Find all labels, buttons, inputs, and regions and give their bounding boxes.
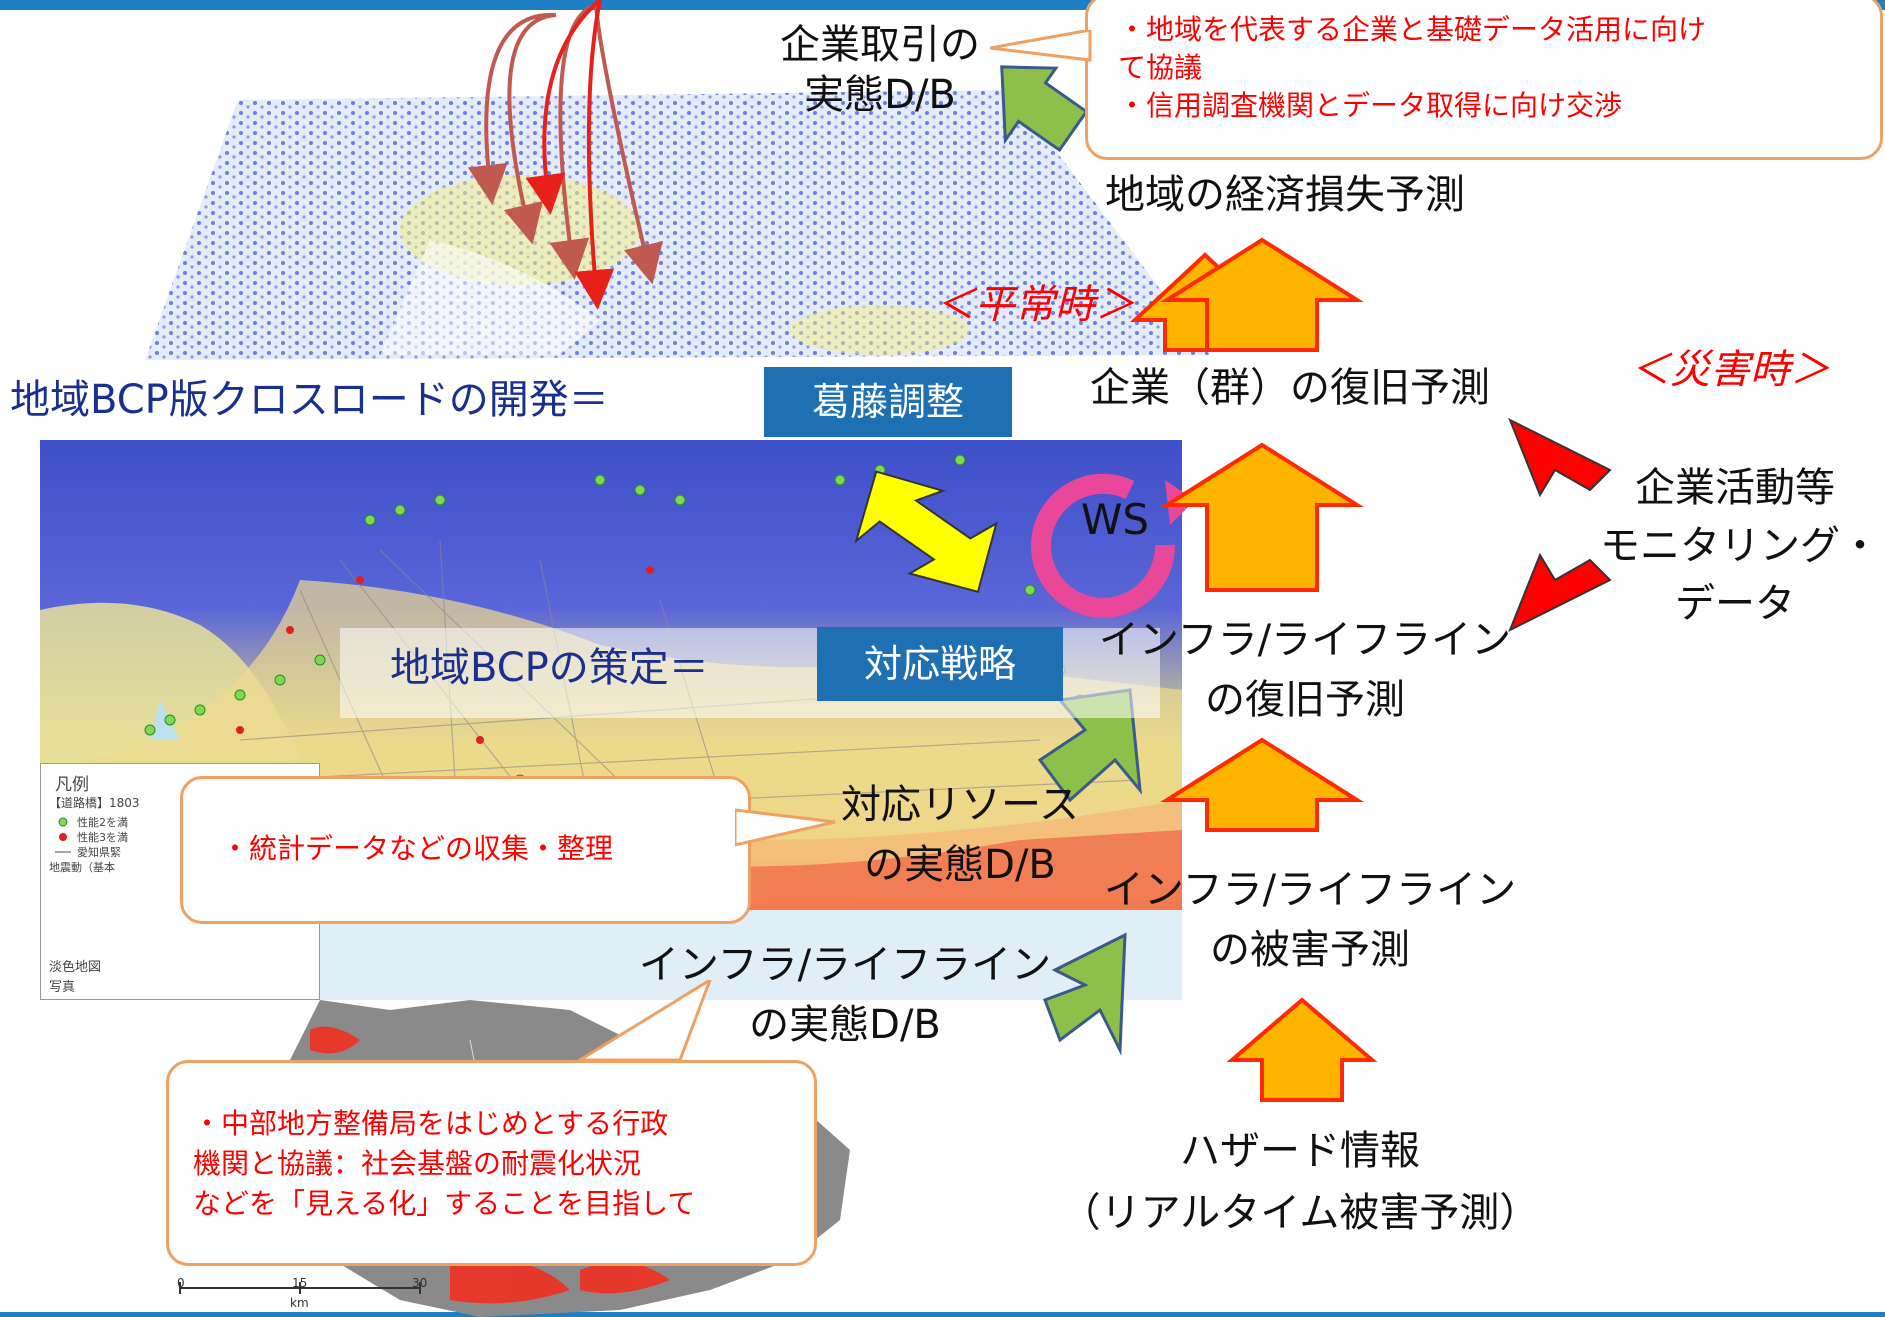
legend-row: 性能3を満 [77,831,128,844]
scale-tick: 15 [292,1276,308,1290]
callout-line: などを「見える化」することを目指して [193,1187,696,1220]
monitoring-label: 企業活動等 モニタリング・ データ [1600,465,1880,627]
callout-line: て協議 [1118,51,1203,84]
up-arrow [1160,237,1364,352]
scale-bar [179,1282,421,1294]
infra-recovery-label: インフラ/ライフライン の復旧予測 [1098,617,1512,723]
upper-density-map [145,90,1210,360]
red-arrow [1508,417,1612,498]
callout-line: ・地域を代表する企業と基礎データ活用に向け [1118,13,1707,46]
callout-bottom-pointer [574,980,712,1062]
legend-basemap: 淡色地図 [49,960,102,975]
green-arrow [1043,932,1127,1056]
disaster-time-label: ＜災害時＞ [1630,347,1830,393]
flow-arc [574,0,615,310]
green-arrow [1000,65,1089,153]
callout-top: ・地域を代表する企業と基礎データ活用に向け て協議 ・信用調査機関とデータ取得に… [1085,0,1883,160]
yellow-double-arrow [854,470,998,594]
trade-db-label: 企業取引の 実態D/B [780,22,980,118]
conflict-adjustment-box: 葛藤調整 [764,367,1012,437]
normal-time-label: ＜平常時＞ [935,282,1135,328]
callout-line: ・統計データなどの収集・整理 [221,832,614,865]
resource-db-label: 対応リソース の実態D/B [841,782,1079,888]
flow-arc [594,4,663,285]
legend-row: 性能2を満 [77,816,128,829]
ws-cycle-arrow [1031,473,1176,618]
scale-unit: km [290,1296,309,1310]
up-arrow [1160,737,1364,832]
legend-row: 愛知県緊 [77,846,121,859]
red-arrow [1508,552,1612,633]
callout-bottom: ・中部地方整備局をはじめとする行政 機関と協議：社会基盤の耐震化状況 などを「見… [166,1060,817,1266]
bottom-accent-bar [0,1312,1885,1317]
scale-tick: 30 [412,1276,428,1290]
top-accent-bar [0,0,1885,10]
economic-loss-label: 地域の経済損失予測 [1105,172,1465,218]
infra-damage-label: インフラ/ライフライン の被害予測 [1103,867,1517,973]
flow-arc [549,3,597,280]
flow-arc [503,13,557,245]
callout-line: ・中部地方整備局をはじめとする行政 [193,1107,669,1140]
company-recovery-label: 企業（群）の復旧予測 [1090,365,1490,411]
page-title: 地域BCP版クロスロードの開発＝ [10,377,609,423]
hazard-label: ハザード情報 （リアルタイム被害予測） [1060,1128,1540,1236]
flow-arc [525,0,602,215]
up-arrow [1226,997,1378,1102]
legend-symbols [55,817,71,853]
strategy-title: 地域BCPの策定＝ [390,645,709,691]
ws-label: WS [1080,495,1150,544]
flow-arc [467,12,557,205]
callout-middle: ・統計データなどの収集・整理 [180,776,751,924]
callout-top-pointer [990,30,1092,62]
response-strategy-box: 対応戦略 [817,627,1063,701]
legend-basemap: 写真 [49,980,76,995]
legend-title: 凡例 [55,775,89,795]
infra-db-label: インフラ/ライフライン の実態D/B [638,942,1052,1048]
callout-line: ・信用調査機関とデータ取得に向け交渉 [1118,89,1623,122]
legend-header: 【道路橋】1803 [49,796,140,810]
callout-middle-pointer [735,808,836,847]
up-arrow [1160,442,1364,592]
callout-line: 機関と協議：社会基盤の耐震化状況 [193,1147,642,1180]
legend-row: 地震動（基本 [49,861,115,874]
scale-tick: 0 [177,1276,185,1290]
